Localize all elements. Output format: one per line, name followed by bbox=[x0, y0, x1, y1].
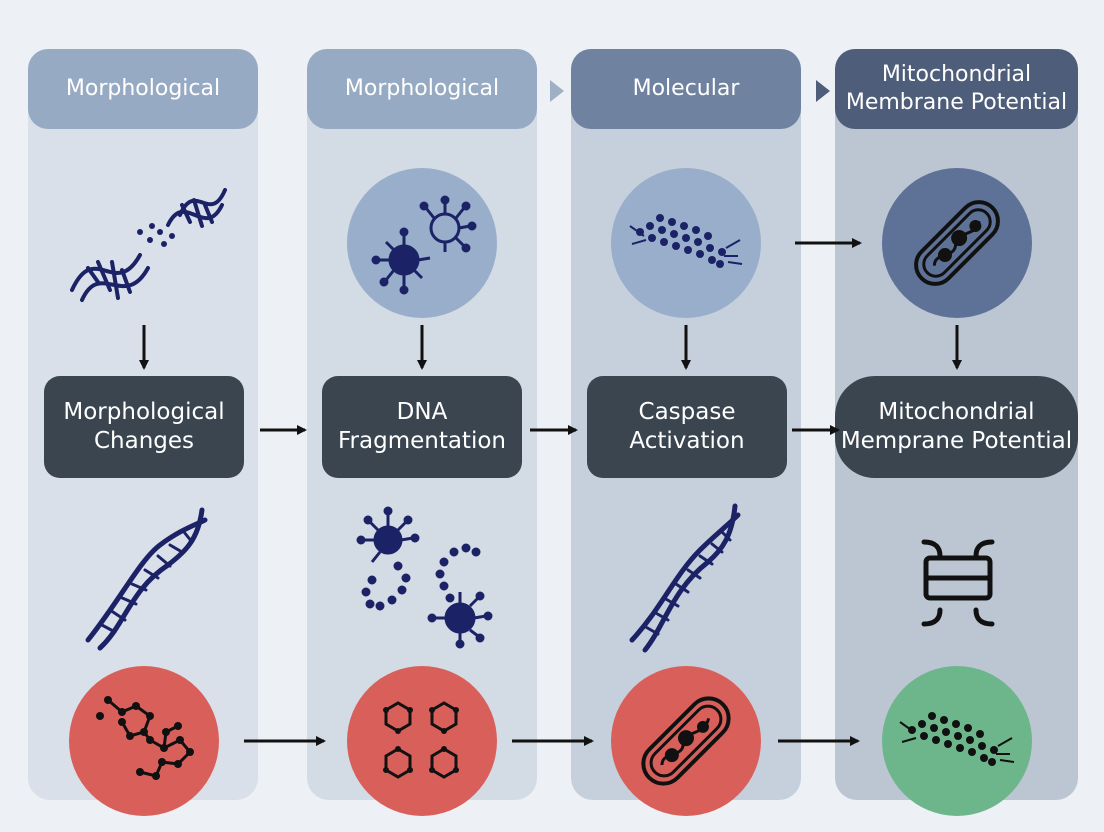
dna-helix-icon bbox=[629, 503, 741, 653]
box-2-line-2: Fragmentation bbox=[337, 428, 506, 454]
column-3-header: Molecular bbox=[571, 49, 801, 129]
molecule-network-icon bbox=[96, 696, 194, 780]
header-4-line-2: Membrane Potential bbox=[845, 90, 1068, 115]
column-2-header: Morphological bbox=[307, 49, 537, 129]
fragment-bracket-icon bbox=[921, 539, 995, 627]
process-box-4: Mitochondrial Memprane Potential bbox=[835, 376, 1078, 478]
chevron-icon bbox=[550, 80, 564, 102]
box-2-line-1: DNA bbox=[396, 399, 448, 425]
cluster-circle bbox=[611, 168, 761, 318]
box-1-line-1: Morphological bbox=[63, 399, 225, 425]
hexagon-circle bbox=[347, 666, 497, 816]
box-1-line-2: Changes bbox=[93, 428, 195, 454]
box-4-line-1: Mitochondrial bbox=[878, 399, 1035, 425]
box-4-line-2: Memprane Potential bbox=[840, 428, 1073, 454]
scattered-virus-icon bbox=[356, 506, 493, 649]
header-4-line-1: Mitochondrial bbox=[881, 62, 1032, 87]
process-box-3: Caspase Activation bbox=[587, 376, 787, 478]
cluster-green-circle bbox=[882, 666, 1032, 816]
column-1-header: Morphological bbox=[28, 49, 258, 129]
box-3-line-1: Caspase bbox=[638, 399, 736, 425]
header-3-line-1: Molecular bbox=[632, 76, 740, 101]
hexagon-grid-icon bbox=[383, 701, 459, 779]
column-4-header: Mitochondrial Membrane Potential bbox=[835, 49, 1078, 129]
dotted-cluster-icon bbox=[629, 214, 743, 268]
dotted-cluster-icon bbox=[899, 712, 1015, 766]
process-box-2: DNA Fragmentation bbox=[322, 376, 522, 478]
mitochondrion-icon bbox=[914, 200, 1000, 286]
molecule-circle bbox=[69, 666, 219, 816]
box-3-line-2: Activation bbox=[629, 428, 745, 454]
broken-dna-icon bbox=[70, 188, 227, 302]
process-box-1: Morphological Changes bbox=[44, 376, 244, 478]
virus-circle bbox=[347, 168, 497, 318]
dna-helix-icon bbox=[85, 507, 208, 651]
virus-cluster-icon bbox=[371, 195, 477, 295]
header-1-line-1: Morphological bbox=[65, 76, 221, 101]
chevron-icon bbox=[816, 80, 830, 102]
mitochondrion-icon bbox=[641, 696, 731, 786]
header-2-line-1: Morphological bbox=[344, 76, 500, 101]
